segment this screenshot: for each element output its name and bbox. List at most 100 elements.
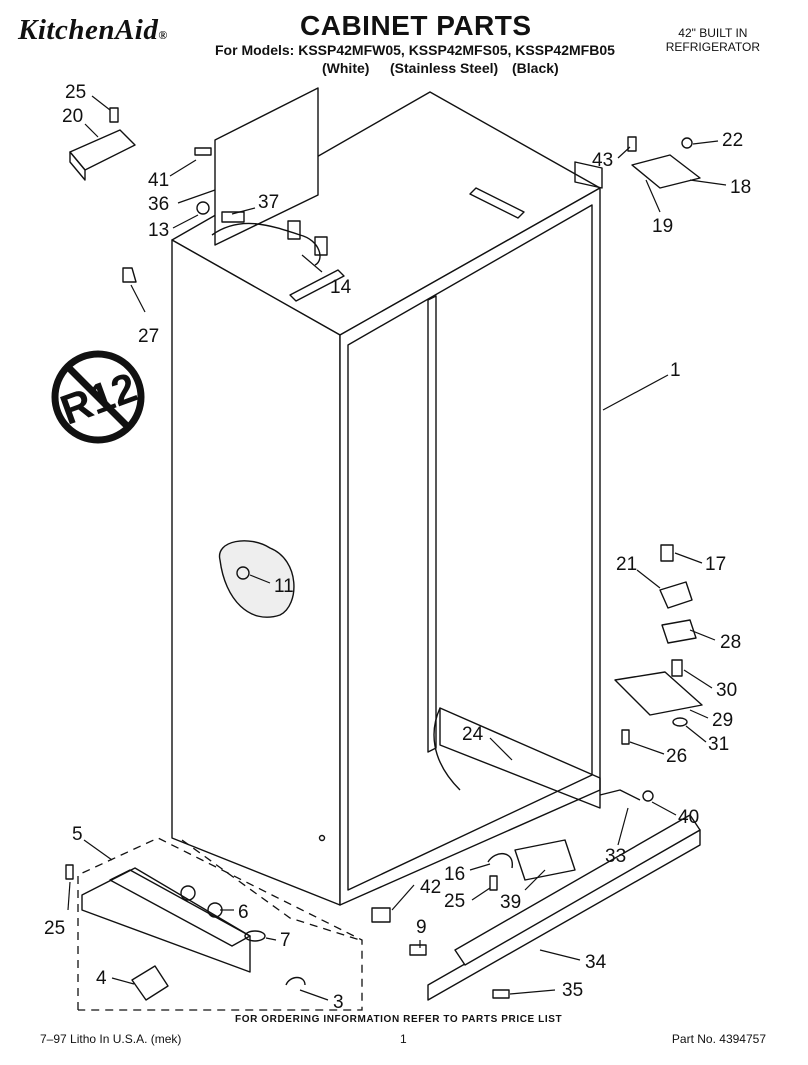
callout-18: 18 [730,177,751,198]
part-35-screw [492,989,510,999]
callout-25c: 25 [444,891,465,912]
callout-25b: 25 [44,918,65,939]
litho-note: 7–97 Litho In U.S.A. (mek) [40,1032,182,1046]
callout-28: 28 [720,632,741,653]
models-line: For Models: KSSP42MFW05, KSSP42MFS05, KS… [215,42,615,58]
callout-40: 40 [678,807,699,828]
top-rail-right [469,187,525,219]
part-29-hinge-bracket [614,671,703,716]
part-20-side [69,151,86,181]
top-bracket [574,161,603,189]
part-17-pin [660,544,674,562]
part-25-screw-c [65,864,74,880]
part-43-screw [627,136,637,152]
callout-26: 31 [708,734,729,755]
callout-27: 27 [138,326,159,347]
product-line-1: 42" BUILT IN [678,26,748,40]
product-type: 42" BUILT IN REFRIGERATOR [666,26,760,54]
brand-logo: KitchenAid® [18,14,168,47]
part-40-fastener [642,790,654,802]
callout-41: 41 [148,170,169,191]
side-hole [318,834,326,842]
part-21-hinge [659,581,693,609]
callout-22: 22 [722,130,743,151]
no-r12-symbol: R12 [51,350,145,444]
part-25-screw-b [489,875,498,891]
part-42-fitting [371,907,391,923]
callout-20: 20 [62,106,83,127]
ordering-note: FOR ORDERING INFORMATION REFER TO PARTS … [235,1014,563,1025]
part-9-valve [409,944,427,956]
callout-21: 21 [616,554,637,575]
callout-39: 39 [500,892,521,913]
part-5-bracket [81,867,251,973]
callout-25: 25 [65,82,86,103]
part-27-clip [122,267,137,283]
part-16-clamp [487,853,513,869]
part-5-rail [109,869,251,947]
callout-33: 33 [605,846,626,867]
part-number: Part No. 4394757 [671,1032,766,1046]
part-37-clip [221,211,245,223]
callout-9: 9 [416,917,427,938]
back-panel [214,87,319,246]
color-white: (White) [322,60,370,76]
detail-box [77,837,363,1011]
product-line-2: REFRIGERATOR [665,40,760,54]
color-black: (Black) [512,60,559,76]
brand-name: KitchenAid [18,14,159,46]
part-41-screw [194,147,212,156]
part-33-cable [599,789,641,801]
part-13-plug [196,201,210,215]
callout-labels: 25 20 41 36 37 13 14 27 43 22 18 19 1 11… [44,82,751,1013]
page-title: CABINET PARTS [300,10,532,41]
callout-7: 7 [280,930,291,951]
part-25-screw [109,107,119,123]
callout-16: 16 [444,864,465,885]
part-30-bushing [671,659,683,677]
callout-31: 26 [666,746,687,767]
callout-13: 13 [148,220,169,241]
side-cutaway [219,540,295,618]
part-6-grommet [180,885,196,901]
screw-plug-11 [236,566,250,580]
harness-connector-2 [287,220,301,240]
callout-6: 6 [238,902,249,923]
callout-17: 17 [705,554,726,575]
callout-34: 34 [585,952,607,973]
callout-14: 14 [330,277,352,298]
part-28-spacer [661,619,697,644]
registered-mark: ® [158,28,168,42]
callout-29: 29 [712,710,733,731]
callout-19: 19 [652,216,673,237]
callout-37: 37 [258,192,279,213]
part-39-pad [514,839,576,881]
part-3-clip [285,976,306,986]
part-18-hinge-plate [631,154,701,189]
page-number: 1 [400,1032,407,1046]
callout-11: 11 [274,576,294,597]
callout-42: 42 [420,877,441,898]
breakaway-curve [433,707,461,791]
callout-30: 30 [716,680,737,701]
detail-guide [181,839,361,941]
harness-connector [314,236,328,256]
callout-35: 35 [562,980,583,1001]
part-31-screw [621,729,630,745]
part-34-grille-face [454,814,701,966]
callout-43: 43 [592,150,613,171]
callout-4: 4 [96,968,107,989]
color-stainless: (Stainless Steel) [390,60,499,76]
callout-5: 5 [72,824,83,845]
callout-3: 3 [333,992,344,1013]
bottom-rail [439,707,601,809]
callout-36: 36 [148,194,169,215]
part-22-screw [681,137,693,149]
part-7-ring [244,930,266,942]
callout-24: 24 [462,724,484,745]
part-26-washer [672,717,688,727]
part-4-roller [131,965,169,1001]
top-rail-left [289,269,345,302]
callout-1: 1 [670,360,681,381]
